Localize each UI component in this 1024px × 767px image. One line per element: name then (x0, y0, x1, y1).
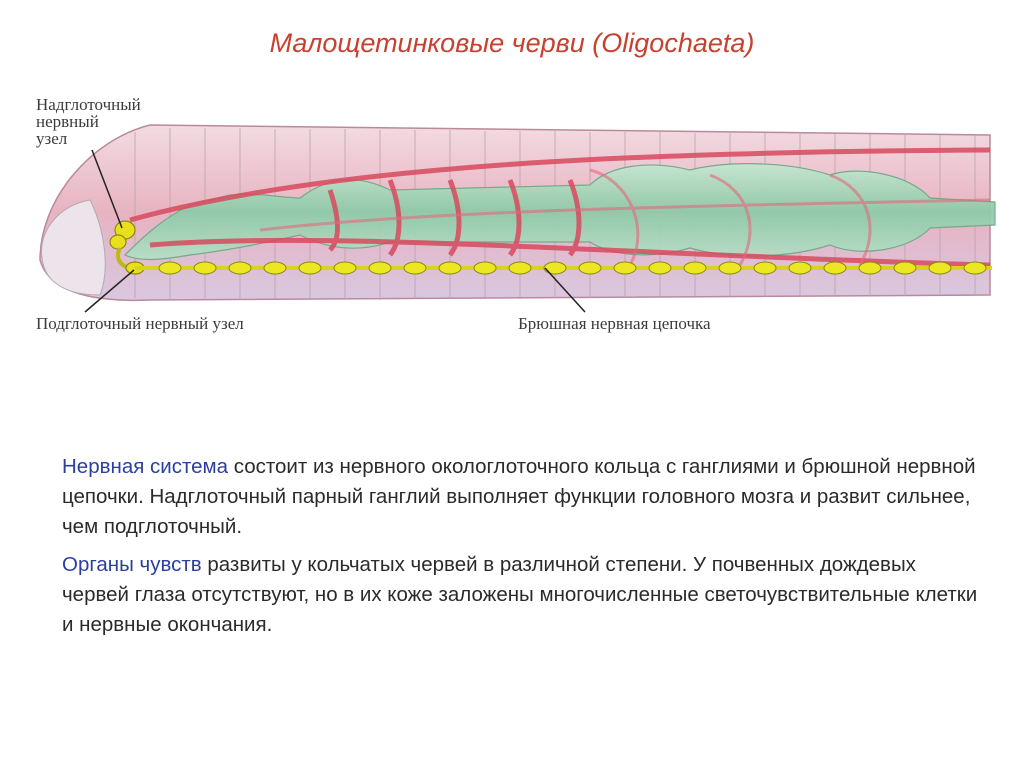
paragraph-sense-organs-text: развиты у кольчатых червей в различной с… (62, 553, 978, 636)
earthworm-nervous-system-diagram: Надглоточный нервный узел Подглоточный н… (30, 80, 1005, 340)
term-sense-organs: Органы чувств (62, 553, 202, 576)
paragraph-nervous-system: Нервная система состоит из нервного окол… (62, 452, 982, 542)
paragraph-sense-organs: Органы чувств развиты у кольчатых червей… (62, 550, 982, 640)
leader-lines (84, 149, 586, 313)
label-subesophageal-ganglion: Подглоточный нервный узел (36, 314, 244, 333)
label-supraesophageal-ganglion: Надглоточный нервный узел (36, 96, 196, 147)
worm-illustration (39, 124, 996, 313)
ventral-nerve-cord (135, 261, 992, 275)
term-nervous-system: Нервная система (62, 455, 229, 478)
worm-head (41, 199, 106, 296)
label-supra-line1: Надглоточный (36, 95, 141, 114)
blood-vessels (129, 147, 991, 268)
nerve-ring (109, 220, 145, 275)
label-ventral-nerve-cord: Брюшная нервная цепочка (518, 314, 711, 333)
paragraph-nervous-system-text: состоит из нервного окологлоточного коль… (62, 455, 976, 538)
label-supra-line2: нервный (36, 112, 99, 131)
label-supra-line3: узел (36, 129, 68, 148)
slide-title: Малощетинковые черви (Oligochaeta) (269, 28, 755, 58)
